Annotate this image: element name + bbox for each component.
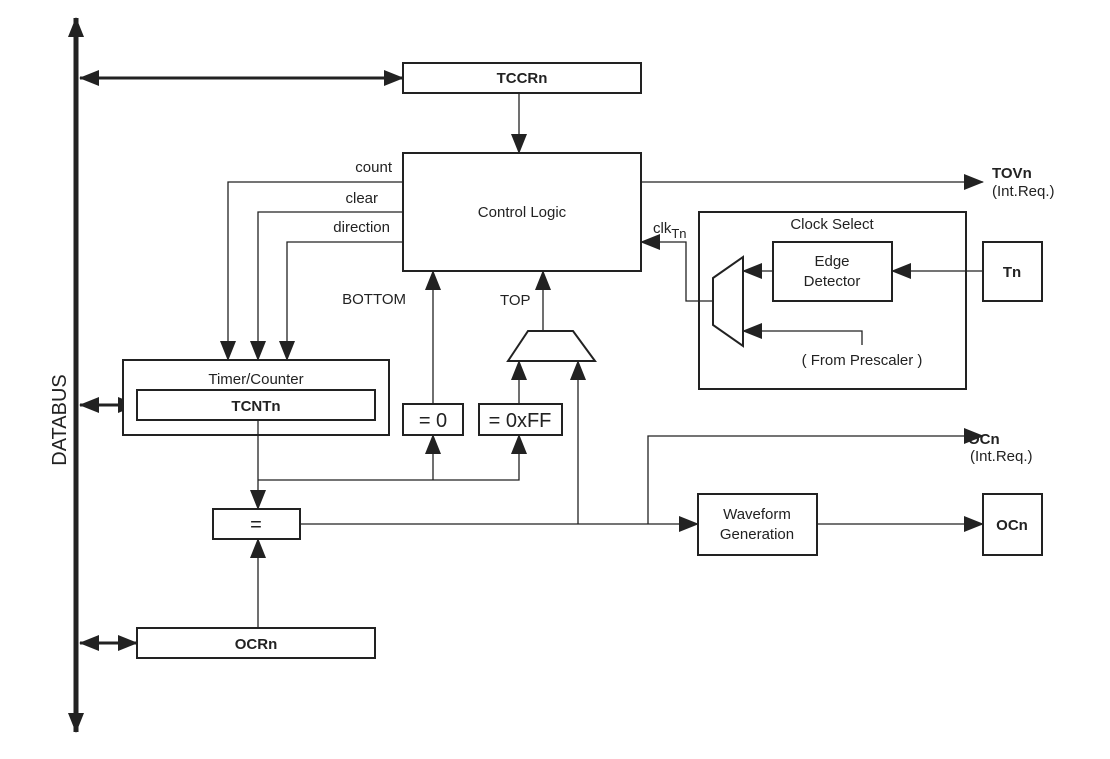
- clock-mux: [712, 255, 744, 348]
- svg-text:OCn: OCn: [996, 517, 1028, 534]
- svg-text:Detector: Detector: [804, 273, 861, 290]
- svg-text:= 0: = 0: [419, 410, 447, 432]
- clk-signal: [640, 234, 713, 302]
- svg-text:Waveform: Waveform: [723, 506, 791, 523]
- clear-signal: [250, 211, 403, 361]
- svg-text:Clock Select: Clock Select: [790, 216, 874, 233]
- direction-label: direction: [333, 219, 390, 236]
- tccr-register: TCCRn: [402, 62, 642, 94]
- svg-text:OCRn: OCRn: [235, 636, 278, 653]
- edge-detector: Edge: [814, 253, 849, 270]
- bottom-label: BOTTOM: [342, 291, 406, 308]
- eq-ff-comparator: = 0xFF: [478, 403, 563, 436]
- tov-label: TOVn: [992, 165, 1032, 182]
- databus-label: DATABUS: [49, 374, 71, 466]
- svg-text:Tn: Tn: [1003, 264, 1021, 281]
- tn-pin: Tn: [982, 241, 1043, 302]
- count-label: count: [355, 159, 393, 176]
- databus: DATABUS: [49, 17, 84, 733]
- oc-pin: OCn: [982, 493, 1043, 556]
- svg-text:Timer/Counter: Timer/Counter: [208, 371, 303, 388]
- direction-signal: [279, 241, 403, 361]
- compare-block: =: [212, 508, 301, 540]
- waveform-generation-block: Waveform Generation: [697, 493, 818, 556]
- svg-text:= 0xFF: = 0xFF: [489, 410, 552, 432]
- svg-text:Control Logic: Control Logic: [478, 204, 567, 221]
- eq-zero-comparator: = 0: [402, 403, 464, 436]
- tcnt-register: TCNTn: [231, 398, 280, 415]
- svg-text:Generation: Generation: [720, 526, 794, 543]
- top-mux: [506, 330, 597, 362]
- top-label: TOP: [500, 292, 531, 309]
- ocr-register: OCRn: [136, 627, 376, 659]
- clock-select-block: Clock Select Edge Detector ( From Presca…: [698, 211, 967, 390]
- prescaler-label: ( From Prescaler ): [802, 352, 923, 369]
- timer-counter-block: Timer/Counter TCNTn: [122, 359, 390, 436]
- oc-int-req-label: (Int.Req.): [970, 448, 1033, 465]
- oc-flag-arrow: [647, 428, 984, 524]
- tcnt-to-ff-arrow: [258, 434, 527, 481]
- clk-label: clkTn: [653, 220, 687, 241]
- svg-text:TCCRn: TCCRn: [497, 70, 548, 87]
- tov-int-req-label: (Int.Req.): [992, 183, 1055, 200]
- control-logic-block: Control Logic: [402, 152, 642, 272]
- oc-flag-label: OCn: [968, 431, 1000, 448]
- count-signal: [220, 181, 403, 361]
- svg-text:=: =: [250, 514, 262, 536]
- clear-label: clear: [345, 190, 378, 207]
